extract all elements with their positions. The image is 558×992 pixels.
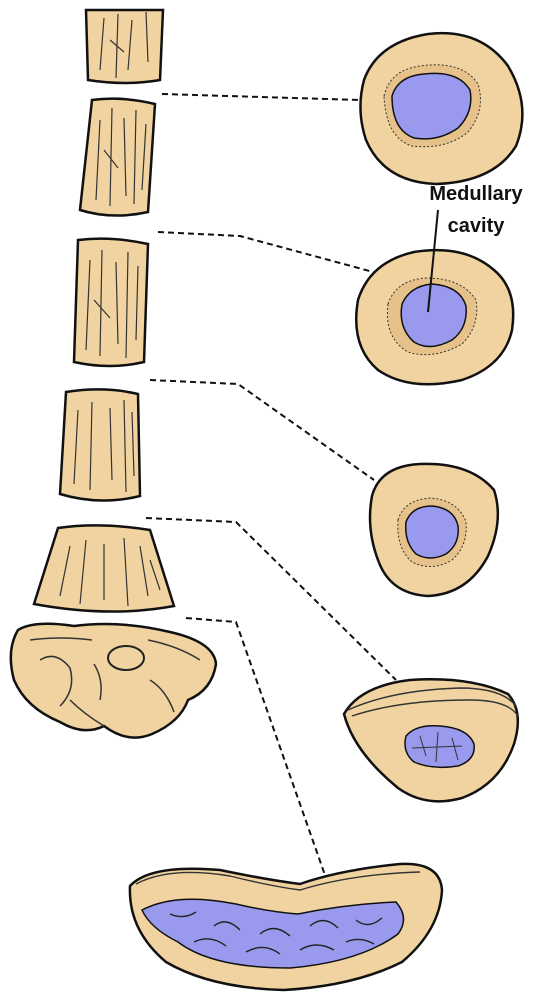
medullary-cavity-label-line1: Medullary xyxy=(396,182,556,206)
bone-segment-3 xyxy=(74,239,148,366)
leader-line-2 xyxy=(158,232,388,276)
medullary-cavity-label-line2: cavity xyxy=(416,214,536,238)
medullary-cavity-3 xyxy=(406,506,459,558)
cross-section-4 xyxy=(344,679,518,801)
leader-line-1 xyxy=(162,94,360,100)
bone-segment-4 xyxy=(60,389,140,500)
cross-section-2 xyxy=(356,250,513,384)
cross-section-3 xyxy=(370,464,498,596)
cross-section-5 xyxy=(130,864,442,990)
leader-lines xyxy=(146,94,396,878)
bone-epiphysis xyxy=(11,624,216,738)
cross-section-1 xyxy=(360,33,522,184)
bone-segment-1 xyxy=(86,10,163,83)
leader-line-3 xyxy=(150,380,374,480)
bone-segment-5 xyxy=(34,525,174,611)
bone-segment-2 xyxy=(80,99,155,216)
